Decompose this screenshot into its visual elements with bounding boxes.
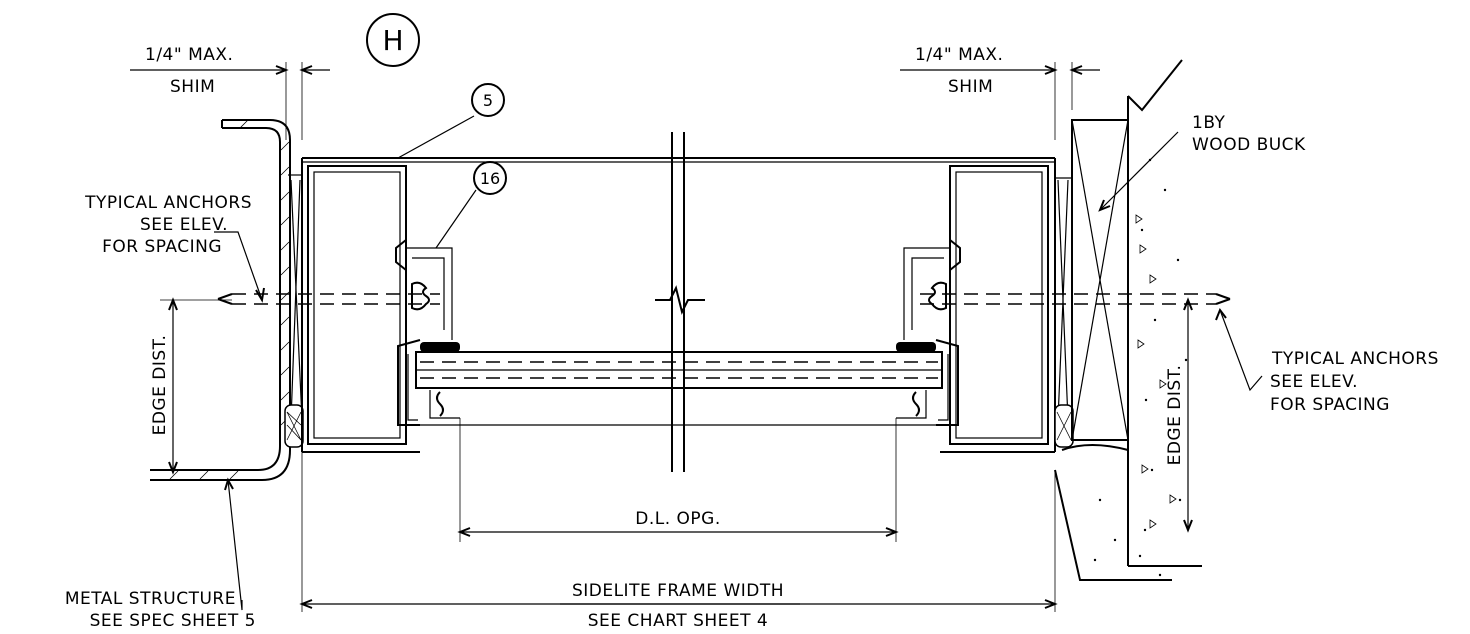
section-mark: H bbox=[366, 13, 420, 67]
callout-16-label: 16 bbox=[480, 169, 500, 188]
edge-dist-left-label: EDGE DIST. bbox=[150, 335, 170, 436]
callout-5-label: 5 bbox=[483, 91, 493, 110]
anchors-left-line1: TYPICAL ANCHORS bbox=[84, 193, 252, 213]
edge-dist-dim-right bbox=[1183, 297, 1193, 533]
anchors-left-line3: FOR SPACING bbox=[102, 237, 222, 257]
wood-buck bbox=[1071, 119, 1129, 441]
wood-buck-line2: WOOD BUCK bbox=[1192, 135, 1306, 155]
frame-width-ref: SEE CHART SHEET 4 bbox=[588, 611, 768, 631]
frame-width-dim bbox=[299, 452, 1058, 612]
shim-left-max: 1/4" MAX. bbox=[145, 45, 233, 65]
sidelite-frame bbox=[301, 157, 1056, 453]
edge-dist-right-label: EDGE DIST. bbox=[1165, 365, 1185, 466]
masonry-wall bbox=[1054, 59, 1202, 581]
anchors-left-line2: SEE ELEV. bbox=[140, 215, 228, 235]
metal-structure-ref: SEE SPEC SHEET 5 bbox=[90, 611, 256, 631]
callout-5: 5 bbox=[471, 83, 505, 117]
shim-dim-left bbox=[130, 62, 330, 140]
wood-buck-line1: 1BY bbox=[1192, 113, 1226, 133]
dl-opening-label: D.L. OPG. bbox=[635, 509, 720, 529]
dl-opening-dim bbox=[457, 418, 899, 542]
shim-left-label: SHIM bbox=[170, 77, 215, 97]
section-mark-label: H bbox=[382, 24, 403, 57]
anchor-right bbox=[920, 281, 1231, 311]
shim-right-max: 1/4" MAX. bbox=[915, 45, 1003, 65]
metal-structure-label: METAL STRUCTURE bbox=[65, 589, 236, 609]
anchors-right-line3: FOR SPACING bbox=[1270, 395, 1390, 415]
break-line bbox=[655, 132, 705, 472]
edge-dist-dim-left bbox=[160, 297, 232, 475]
frame-width-label: SIDELITE FRAME WIDTH bbox=[572, 581, 784, 601]
shim-right-label: SHIM bbox=[948, 77, 993, 97]
metal-structure-left bbox=[150, 119, 291, 481]
shim-left bbox=[288, 174, 303, 421]
shim-right bbox=[1055, 177, 1072, 421]
callout-16: 16 bbox=[473, 161, 507, 195]
leader-lines bbox=[214, 115, 1263, 611]
anchors-right-line1: TYPICAL ANCHORS bbox=[1271, 349, 1439, 369]
anchors-right-line2: SEE ELEV. bbox=[1270, 372, 1358, 392]
shim-dim-right bbox=[900, 62, 1100, 140]
